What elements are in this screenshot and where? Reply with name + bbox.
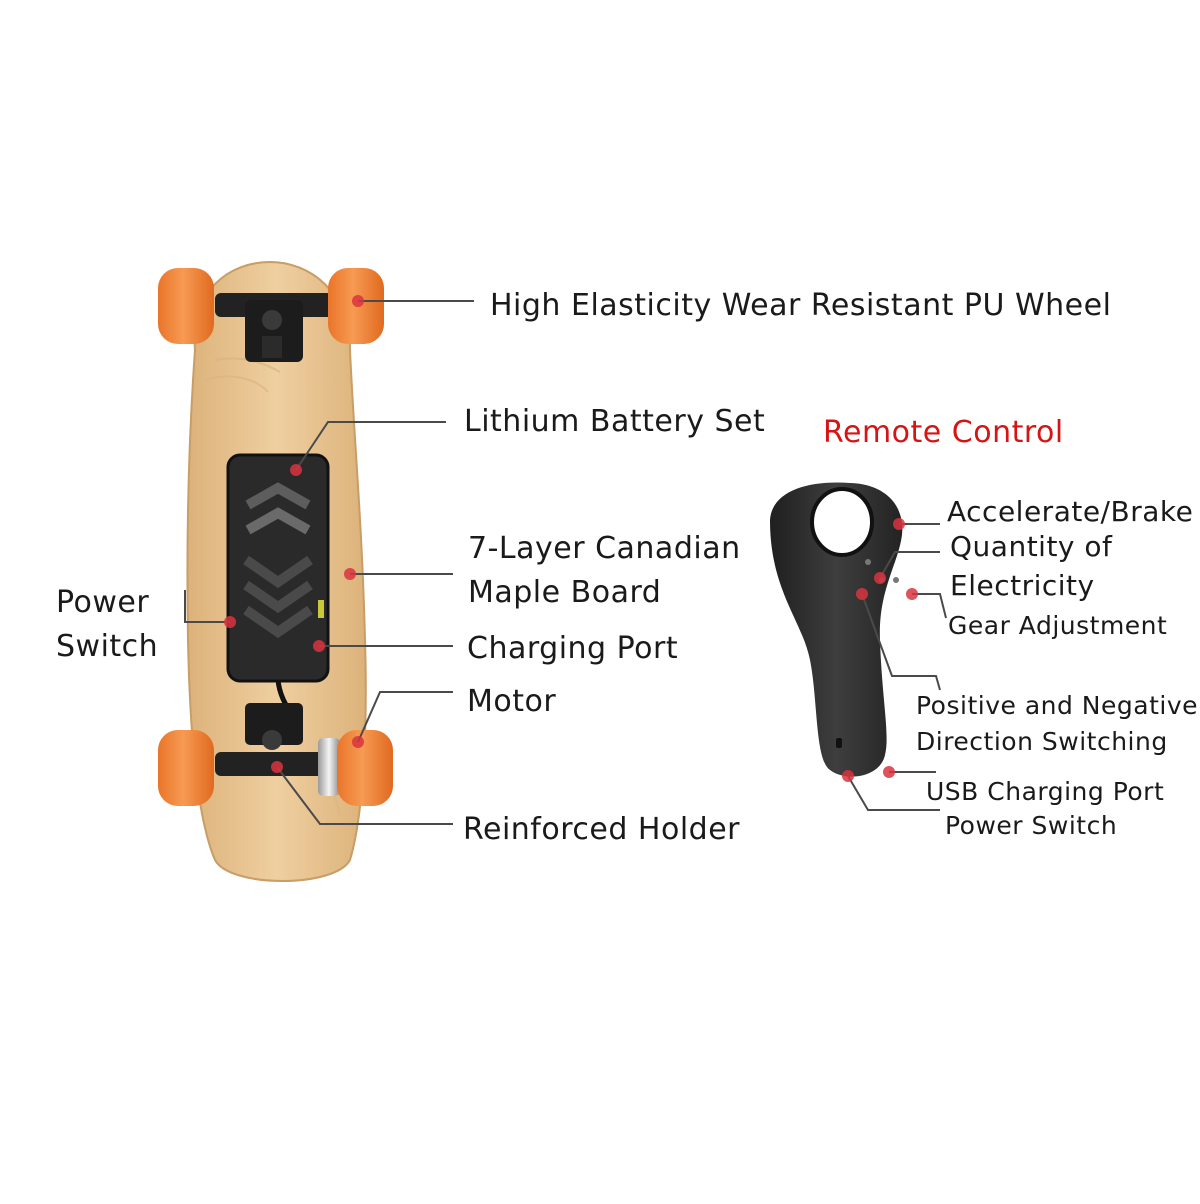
rear-left-wheel — [158, 730, 214, 806]
label-direction-line1: Positive and Negative — [916, 691, 1198, 720]
dot-accelerate-brake — [893, 518, 905, 530]
label-quantity-line2: Electricity — [950, 569, 1095, 602]
remote-control-title: Remote Control — [823, 415, 1064, 450]
remote-trigger-hole — [812, 489, 872, 555]
hub-motor — [318, 738, 340, 796]
skateboard — [158, 260, 393, 882]
dot-reinforced-holder — [271, 761, 283, 773]
remote-body — [770, 482, 903, 777]
dot-quantity-electricity — [874, 572, 886, 584]
label-power-switch-line1: Power — [56, 585, 150, 620]
label-accelerate-brake: Accelerate/Brake — [947, 495, 1194, 528]
dot-pu-wheel — [352, 295, 364, 307]
label-direction-line2: Direction Switching — [916, 727, 1168, 756]
dot-motor — [352, 736, 364, 748]
label-charging-port: Charging Port — [467, 631, 679, 666]
label-usb-charging-port: USB Charging Port — [926, 777, 1165, 806]
front-left-wheel — [158, 268, 214, 344]
dot-power-switch — [224, 616, 236, 628]
rear-right-wheel — [337, 730, 393, 806]
label-maple-board-line2: Maple Board — [468, 575, 662, 610]
label-reinforced-holder: Reinforced Holder — [463, 812, 741, 847]
dot-gear-adjustment — [906, 588, 918, 600]
label-quantity-line1: Quantity of — [950, 530, 1113, 563]
dot-usb-charging — [883, 766, 895, 778]
dot-battery — [290, 464, 302, 476]
label-motor: Motor — [467, 684, 557, 719]
battery-pack — [226, 453, 330, 683]
label-gear-adjustment: Gear Adjustment — [948, 611, 1168, 640]
label-maple-board-line1: 7-Layer Canadian — [468, 531, 741, 566]
dot-charging-port — [313, 640, 325, 652]
dot-remote-power — [842, 770, 854, 782]
callout-dots — [224, 295, 918, 782]
label-lithium-battery: Lithium Battery Set — [464, 404, 766, 439]
front-truck — [215, 293, 335, 362]
dot-maple-board — [344, 568, 356, 580]
leader-lines — [184, 300, 947, 825]
dot-direction-switching — [856, 588, 868, 600]
remote-control — [770, 482, 903, 777]
label-power-switch-line2: Switch — [56, 629, 159, 664]
label-pu-wheel: High Elasticity Wear Resistant PU Wheel — [490, 288, 1112, 323]
label-remote-power-switch: Power Switch — [945, 811, 1118, 840]
